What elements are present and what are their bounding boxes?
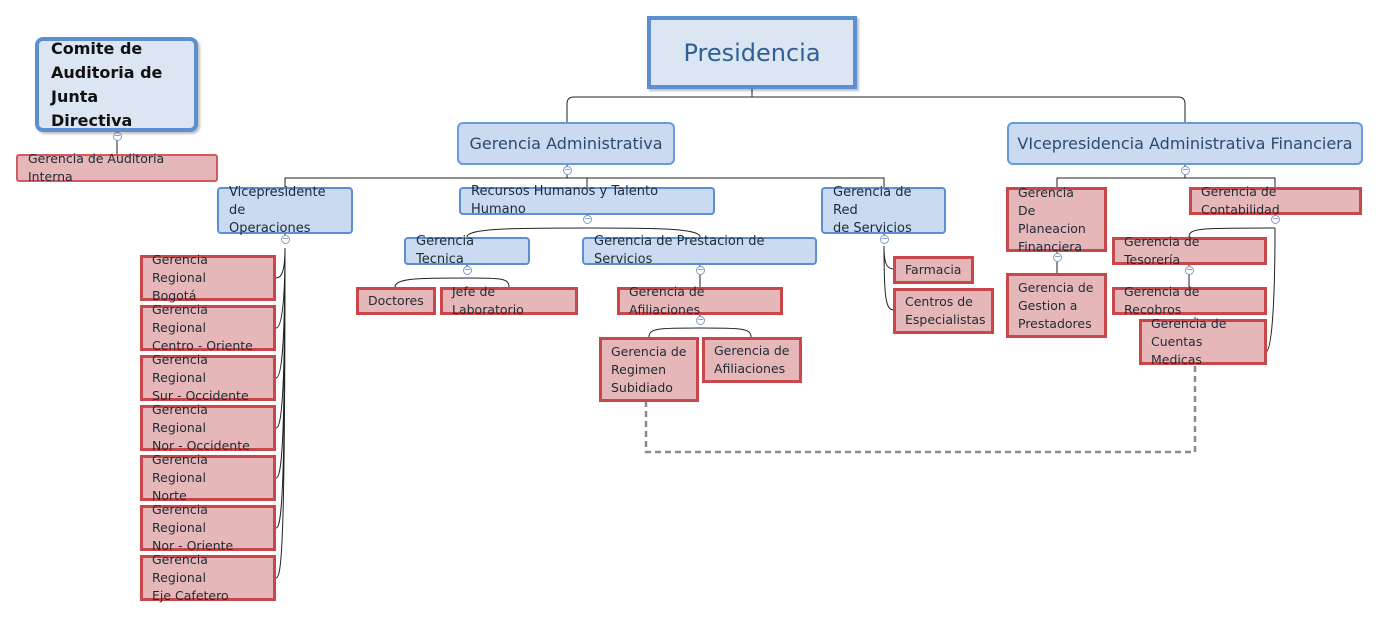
collapse-icon[interactable]: − [563,165,572,175]
node-vp-operaciones[interactable]: Vicepresidente de Operaciones [217,185,353,236]
node-doctores[interactable]: Doctores [356,287,436,315]
node-regional-sur-occidente[interactable]: Gerencia Regional Sur - Occidente [140,352,276,403]
node-regional-eje-cafetero[interactable]: Gerencia Regional Eje Cafetero [140,552,276,603]
node-regional-nor-oriente[interactable]: Gerencia Regional Nor - Oriente [140,502,276,553]
collapse-icon[interactable]: − [1185,265,1194,275]
node-gerencia-administrativa[interactable]: Gerencia Administrativa [457,122,675,165]
link-presidencia-children [566,88,1186,123]
node-regimen-subsidiado[interactable]: Gerencia de Regimen Subidiado [599,337,699,402]
node-gestion-prestadores[interactable]: Gerencia de Gestion a Prestadores [1006,273,1107,338]
node-centros-especialistas[interactable]: Centros de Especialistas [893,288,994,334]
node-afiliaciones-sub[interactable]: Gerencia de Afiliaciones [702,337,802,383]
node-tesoreria[interactable]: Gerencia de Tesorería [1112,234,1267,267]
collapse-icon[interactable]: − [696,265,705,275]
collapse-icon[interactable]: − [281,234,290,244]
node-recursos-humanos[interactable]: Recursos Humanos y Talento Humano [459,184,715,217]
node-jefe-laboratorio[interactable]: Jefe de Laboratorio [440,284,578,317]
node-presidencia[interactable]: Presidencia [647,16,857,89]
node-contabilidad[interactable]: Gerencia de Contabilidad [1189,184,1362,217]
node-red-servicios[interactable]: Gerencia de Red de Servicios [821,185,946,236]
node-planeacion-financiera[interactable]: Gerencia De Planeacion Financiera [1006,185,1107,254]
node-regional-nor-occidente[interactable]: Gerencia Regional Nor - Occidente [140,402,276,453]
collapse-icon[interactable]: − [113,131,122,141]
link-operaciones-regionals [275,234,286,579]
collapse-icon[interactable]: − [583,214,592,224]
node-vicepresidencia-financiera[interactable]: VIcepresidencia Administrativa Financier… [1007,122,1363,165]
node-regional-norte[interactable]: Gerencia Regional Norte [140,452,276,503]
node-gerencia-tecnica[interactable]: Gerencia Tecnica [404,234,530,267]
collapse-icon[interactable]: − [880,234,889,244]
dashed-relationship-line [644,326,1197,454]
node-regional-centro-oriente[interactable]: Gerencia Regional Centro - Oriente [140,302,276,353]
node-regional-bogota[interactable]: Gerencia Regional Bogotá [140,252,276,303]
node-farmacia[interactable]: Farmacia [893,256,974,284]
collapse-icon[interactable]: − [1271,214,1280,224]
collapse-icon[interactable]: − [463,265,472,275]
node-prestacion-servicios[interactable]: Gerencia de Prestacion de Servicios [582,234,817,267]
node-cuentas-medicas[interactable]: Gerencia de Cuentas Medicas [1139,316,1267,367]
node-afiliaciones[interactable]: Gerencia de Afiliaciones [617,284,783,317]
node-comite-auditoria[interactable]: Comite de Auditoria de Junta Directiva [35,37,198,132]
node-auditoria-interna[interactable]: Gerencia de Auditoria Interna [16,151,218,184]
node-recobros[interactable]: Gerencia de Recobros [1112,284,1267,317]
collapse-icon[interactable]: − [1053,252,1062,262]
collapse-icon[interactable]: − [696,315,705,325]
collapse-icon[interactable]: − [1181,165,1190,175]
